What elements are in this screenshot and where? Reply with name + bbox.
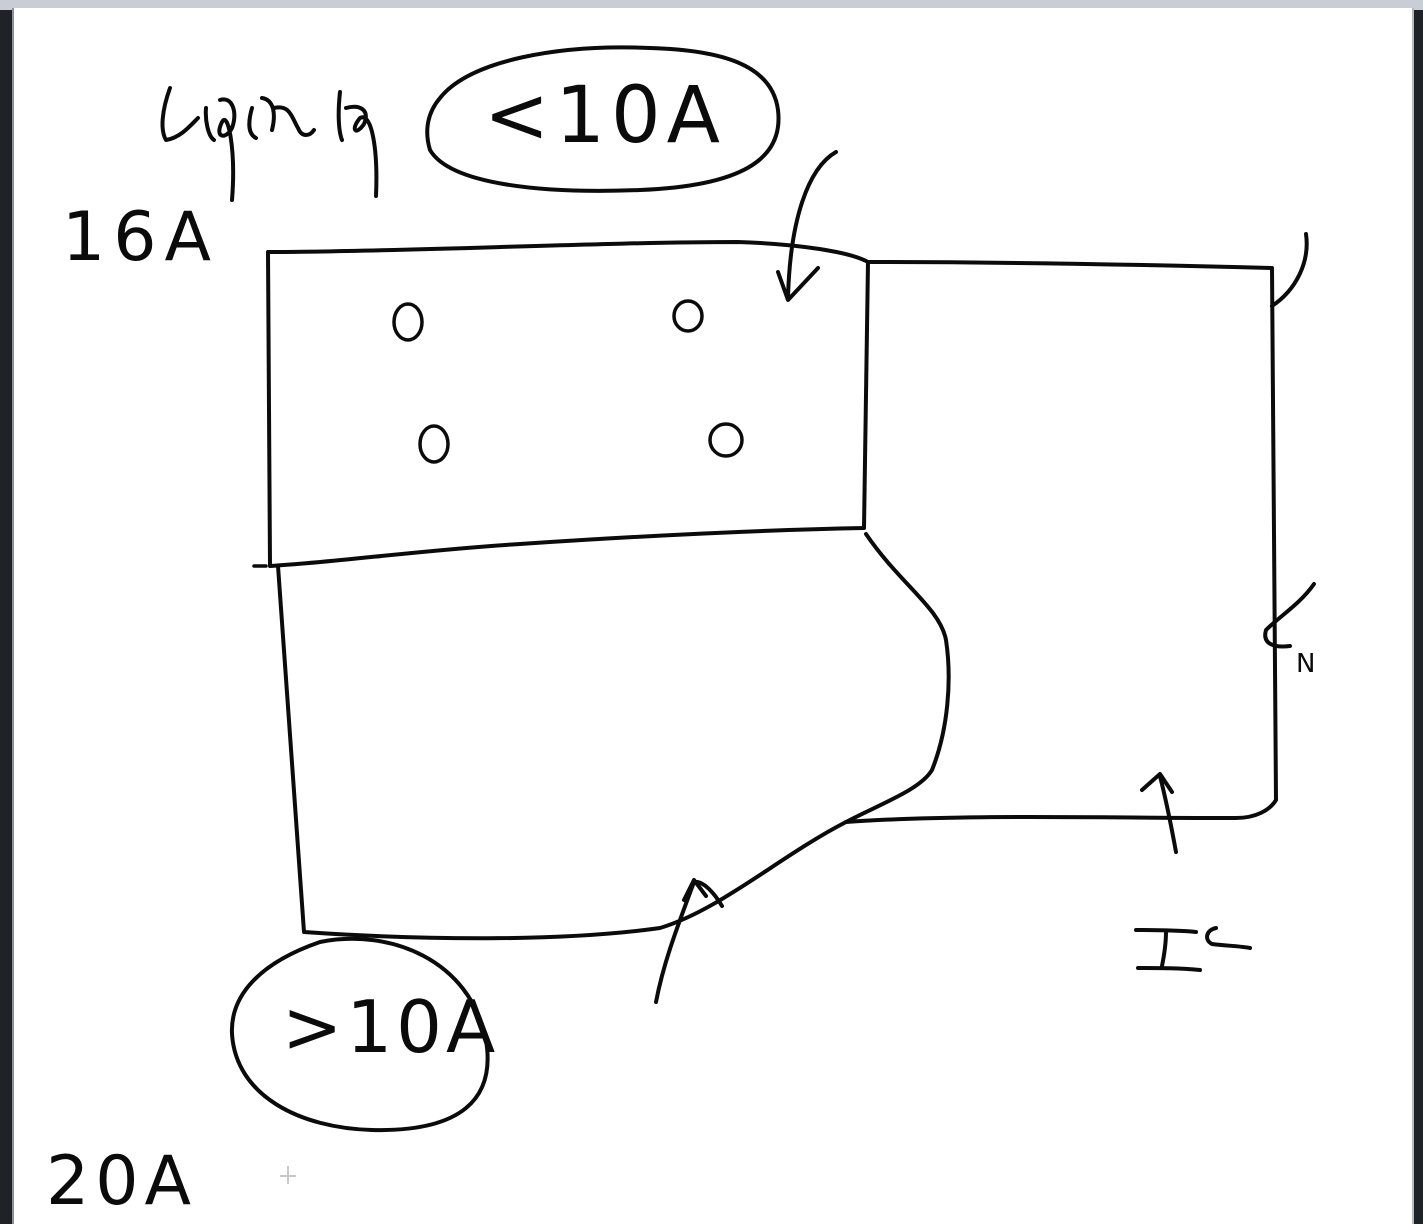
neutral-mark-text: N [1296,649,1315,679]
power-rating-text: 20A [46,1142,197,1221]
socket-icon [394,304,422,340]
lighting-scribble [163,88,377,200]
power-room-outline [278,534,949,938]
socket-icon [710,424,742,456]
right-room-outline [846,262,1276,822]
power-limit-text: >10A [282,985,499,1069]
power-limit-callout: >10A [232,939,499,1130]
curved-arrow-icon [1142,774,1176,852]
lighting-label-group: lighting [0,0,376,200]
socket-icon [420,426,448,462]
curved-arrow-icon [1272,234,1307,306]
pointer-arrows [656,152,1314,1002]
lighting-limit-callout: <10A [427,47,778,190]
curved-arrow-icon [778,152,836,300]
lighting-rating-text: 16A [62,198,219,277]
floor-plan [268,242,1276,938]
earth-current-scribble [1136,928,1250,970]
lighting-room-outline [268,242,868,566]
lighting-limit-text: <10A [484,71,726,161]
curved-arrow-icon [656,880,722,1002]
cursor-crosshair-icon [280,1166,296,1184]
socket-icon [674,301,702,331]
